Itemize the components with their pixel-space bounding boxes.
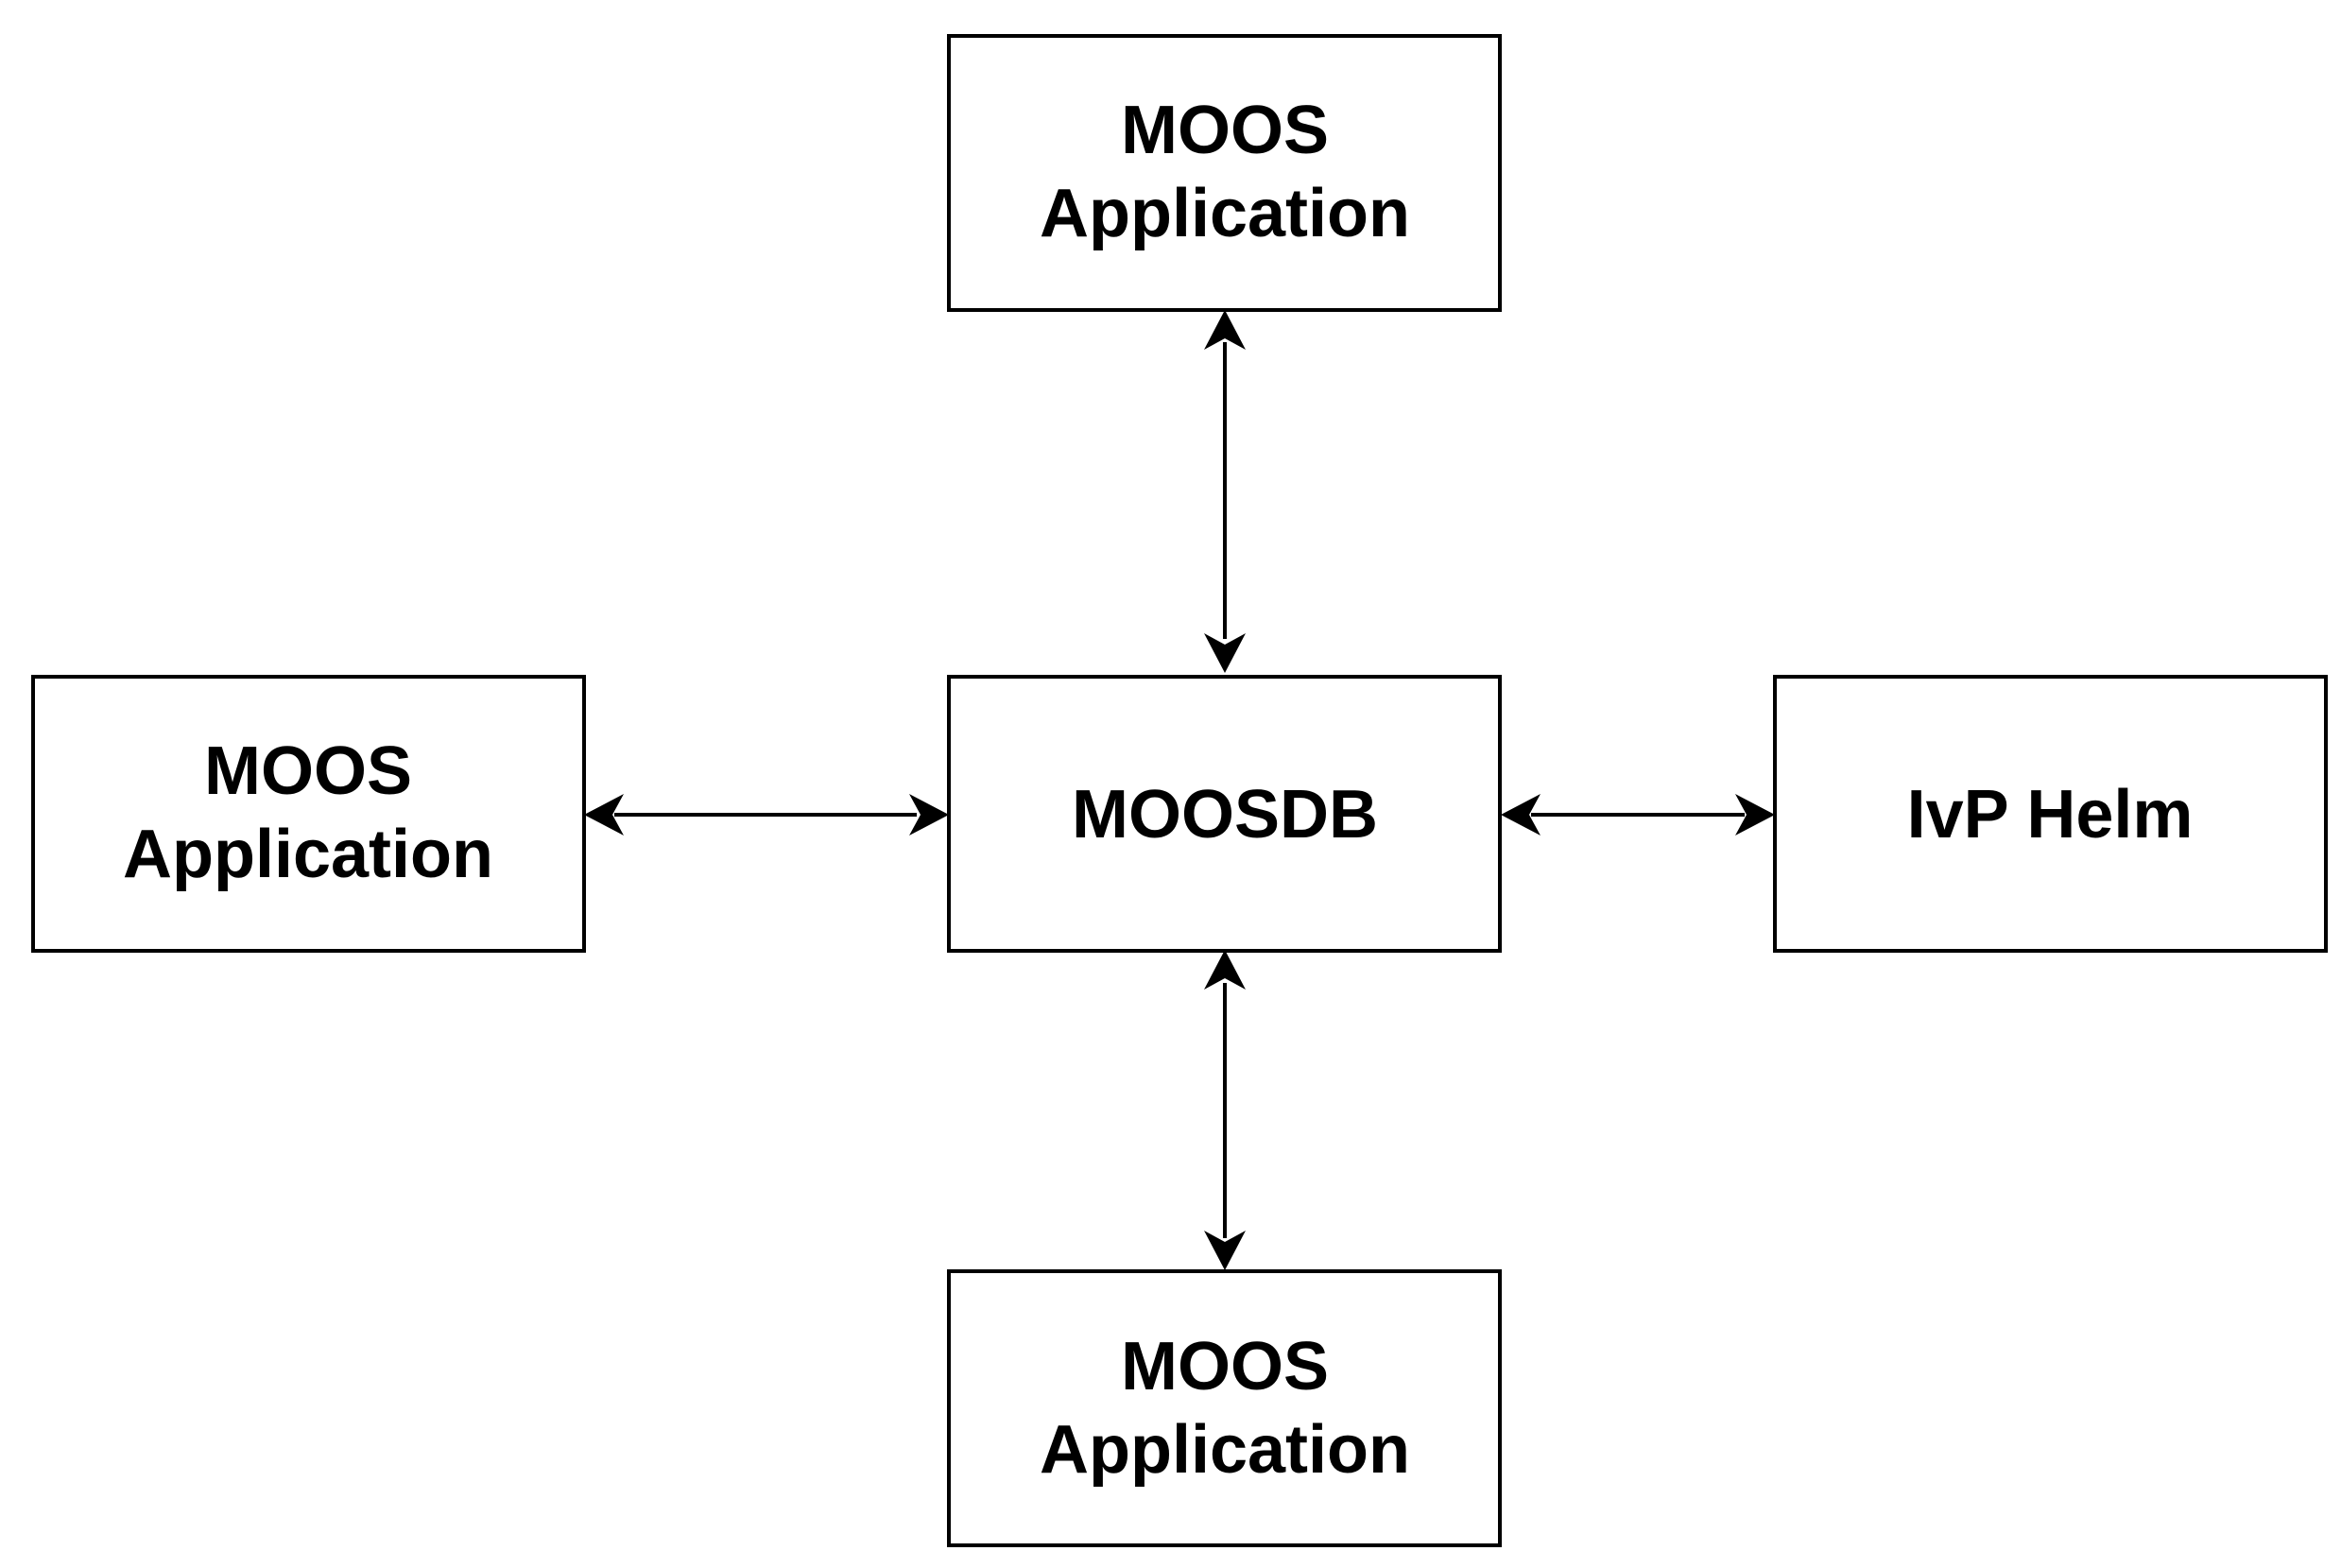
node-label-line: MOOSDB [1072,777,1378,853]
node-moos-application-left: MOOS Application [31,675,586,953]
arrowhead-right-start [1501,794,1541,836]
arrowhead-right-end [1735,794,1775,836]
node-moos-application-top: MOOS Application [947,34,1502,312]
node-label-line: Application [1040,1412,1410,1488]
node-label-line: Application [123,817,493,892]
arrowhead-top-end [1204,310,1246,350]
arrowhead-left-end [584,794,624,836]
node-label-line: IvP Helm [1907,777,2194,853]
arrowhead-left-start [909,794,949,836]
arrowhead-bottom-end [1204,1231,1246,1270]
node-moosdb: MOOSDB [947,675,1502,953]
connector-center-left [584,794,949,836]
arrowhead-bottom-start [1204,950,1246,990]
arrowhead-top-start [1204,633,1246,673]
node-label-line: MOOS [204,733,412,809]
connector-center-top [1204,310,1246,673]
connector-center-right [1501,794,1775,836]
connector-center-bottom [1204,950,1246,1270]
node-label-line: MOOS [1121,1329,1329,1404]
node-label-line: MOOS [1121,93,1329,168]
node-ivp-helm: IvP Helm [1773,675,2328,953]
node-moos-application-bottom: MOOS Application [947,1269,1502,1547]
node-label-line: Application [1040,176,1410,251]
